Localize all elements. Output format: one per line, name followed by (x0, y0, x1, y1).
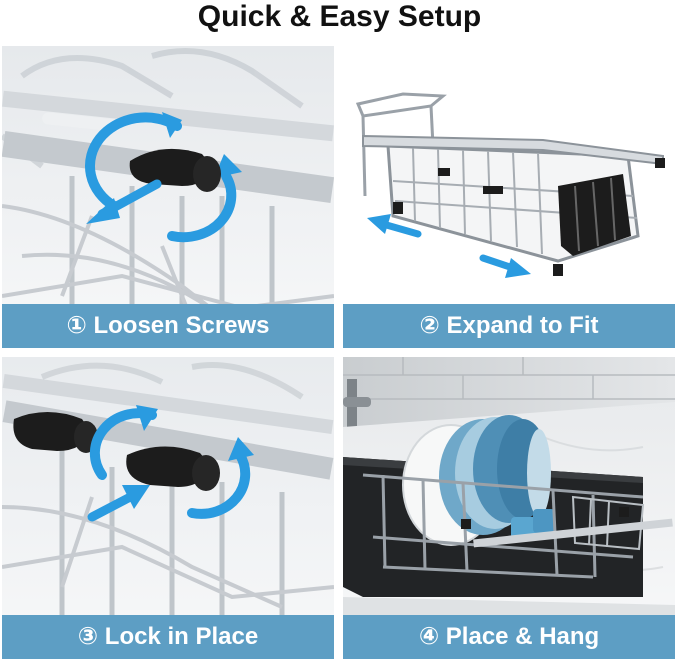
expandable-rack-illustration (343, 46, 675, 348)
step-1-label: ① Loosen Screws (2, 304, 334, 348)
rack-closeup-lock-illustration (2, 357, 334, 659)
step-4-panel: ④ Place & Hang (343, 357, 675, 659)
step-3-panel: ③ Lock in Place (2, 357, 334, 659)
rack-closeup-illustration (2, 46, 334, 348)
step-2-label: ② Expand to Fit (343, 304, 675, 348)
step-2-panel: ② Expand to Fit (343, 46, 675, 348)
step-1-panel: ① Loosen Screws (2, 46, 334, 348)
step-3-label: ③ Lock in Place (2, 615, 334, 659)
page-title: Quick & Easy Setup (197, 0, 482, 33)
step-4-label: ④ Place & Hang (343, 615, 675, 659)
sink-rack-photo-illustration (343, 357, 675, 659)
